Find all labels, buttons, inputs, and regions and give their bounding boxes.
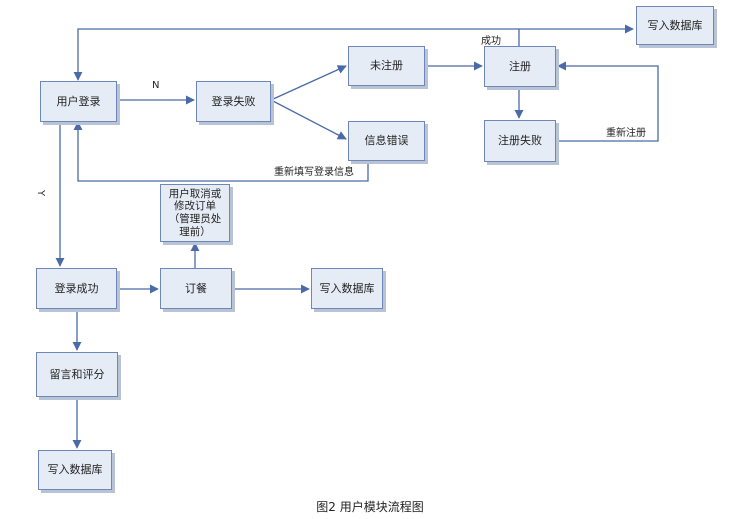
node-write-db-bottom: 写入数据库 — [38, 450, 112, 490]
label-re-register: 重新注册 — [606, 128, 646, 139]
node-write-db-top: 写入数据库 — [636, 6, 714, 45]
node-cancel-modify-order: 用户取消或 修改订单 （管理员处 理前） — [160, 184, 230, 242]
node-not-registered: 未注册 — [348, 46, 425, 86]
edge-fail-to-notreg — [270, 65, 347, 101]
edge-regfail-loop — [556, 61, 659, 142]
node-register: 注册 — [484, 46, 556, 87]
node-user-login: 用户登录 — [40, 81, 117, 122]
label-yes: Y — [35, 190, 46, 197]
edge-loop-to-user-login — [73, 28, 519, 81]
node-write-db-order: 写入数据库 — [311, 268, 383, 309]
label-no: N — [152, 80, 160, 91]
node-comment-rate: 留言和评分 — [36, 352, 118, 397]
label-refill-login: 重新填写登录信息 — [274, 167, 354, 178]
node-login-fail: 登录失败 — [196, 81, 271, 122]
edge-infoerr-to-login — [73, 121, 369, 182]
edge-fail-to-infoerr — [270, 99, 347, 140]
node-order: 订餐 — [160, 268, 232, 309]
node-info-error: 信息错误 — [348, 121, 425, 161]
figure-caption: 图2 用户模块流程图 — [316, 500, 424, 514]
node-register-fail: 注册失败 — [484, 120, 556, 162]
node-login-success: 登录成功 — [36, 268, 117, 309]
label-success: 成功 — [481, 36, 501, 47]
